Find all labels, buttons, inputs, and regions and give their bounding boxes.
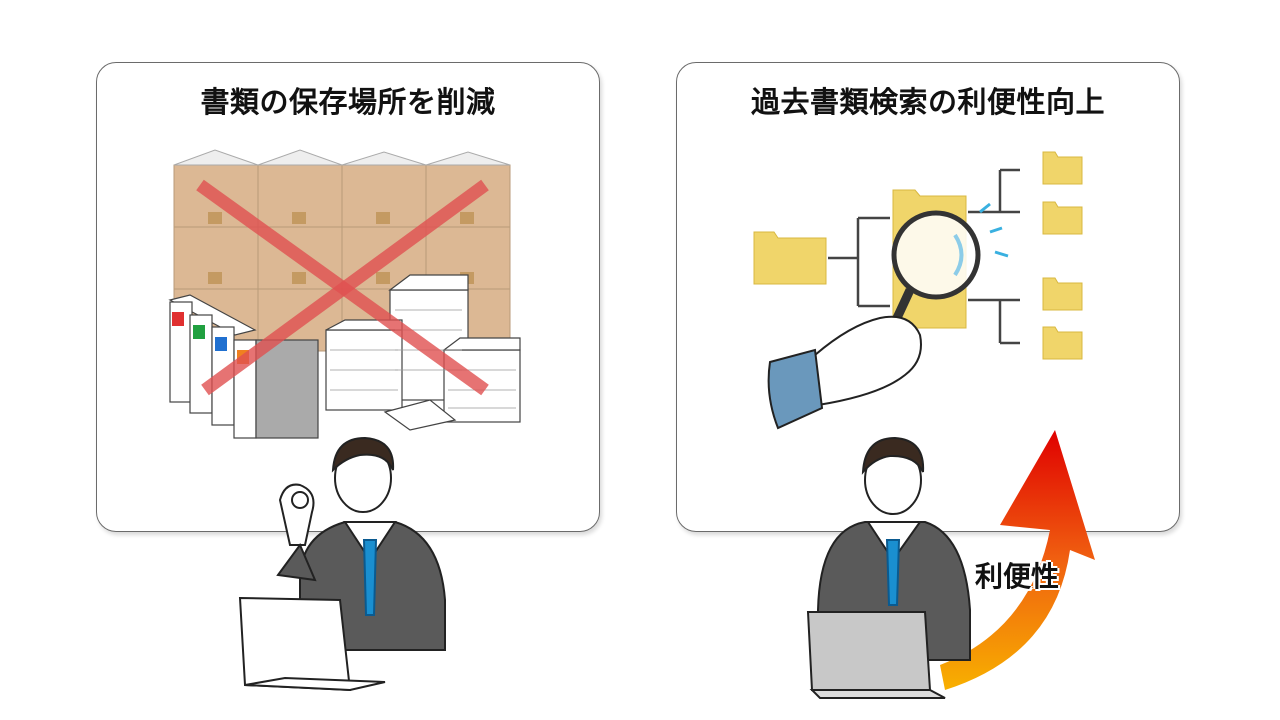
folder-icon <box>753 231 827 285</box>
folder-icon <box>1042 326 1083 360</box>
panel-title: 書類の保存場所を削減 <box>200 85 496 119</box>
folder-icon <box>1042 151 1083 185</box>
businessman-laptop-illustration <box>806 436 971 699</box>
folder-icon <box>1042 277 1083 311</box>
folder-icon <box>1042 201 1083 235</box>
magnifying-glass-icon <box>891 202 1009 320</box>
arrow-label-convenience: 利便性 <box>975 560 1060 593</box>
businessman-ok-sign-illustration <box>238 436 446 692</box>
cross-mark-icon <box>196 179 489 396</box>
rising-arrow-icon <box>940 430 1095 690</box>
hand-holding-magnifier-illustration <box>767 315 922 430</box>
panel-title: 過去書類検索の利便性向上 <box>750 85 1105 119</box>
